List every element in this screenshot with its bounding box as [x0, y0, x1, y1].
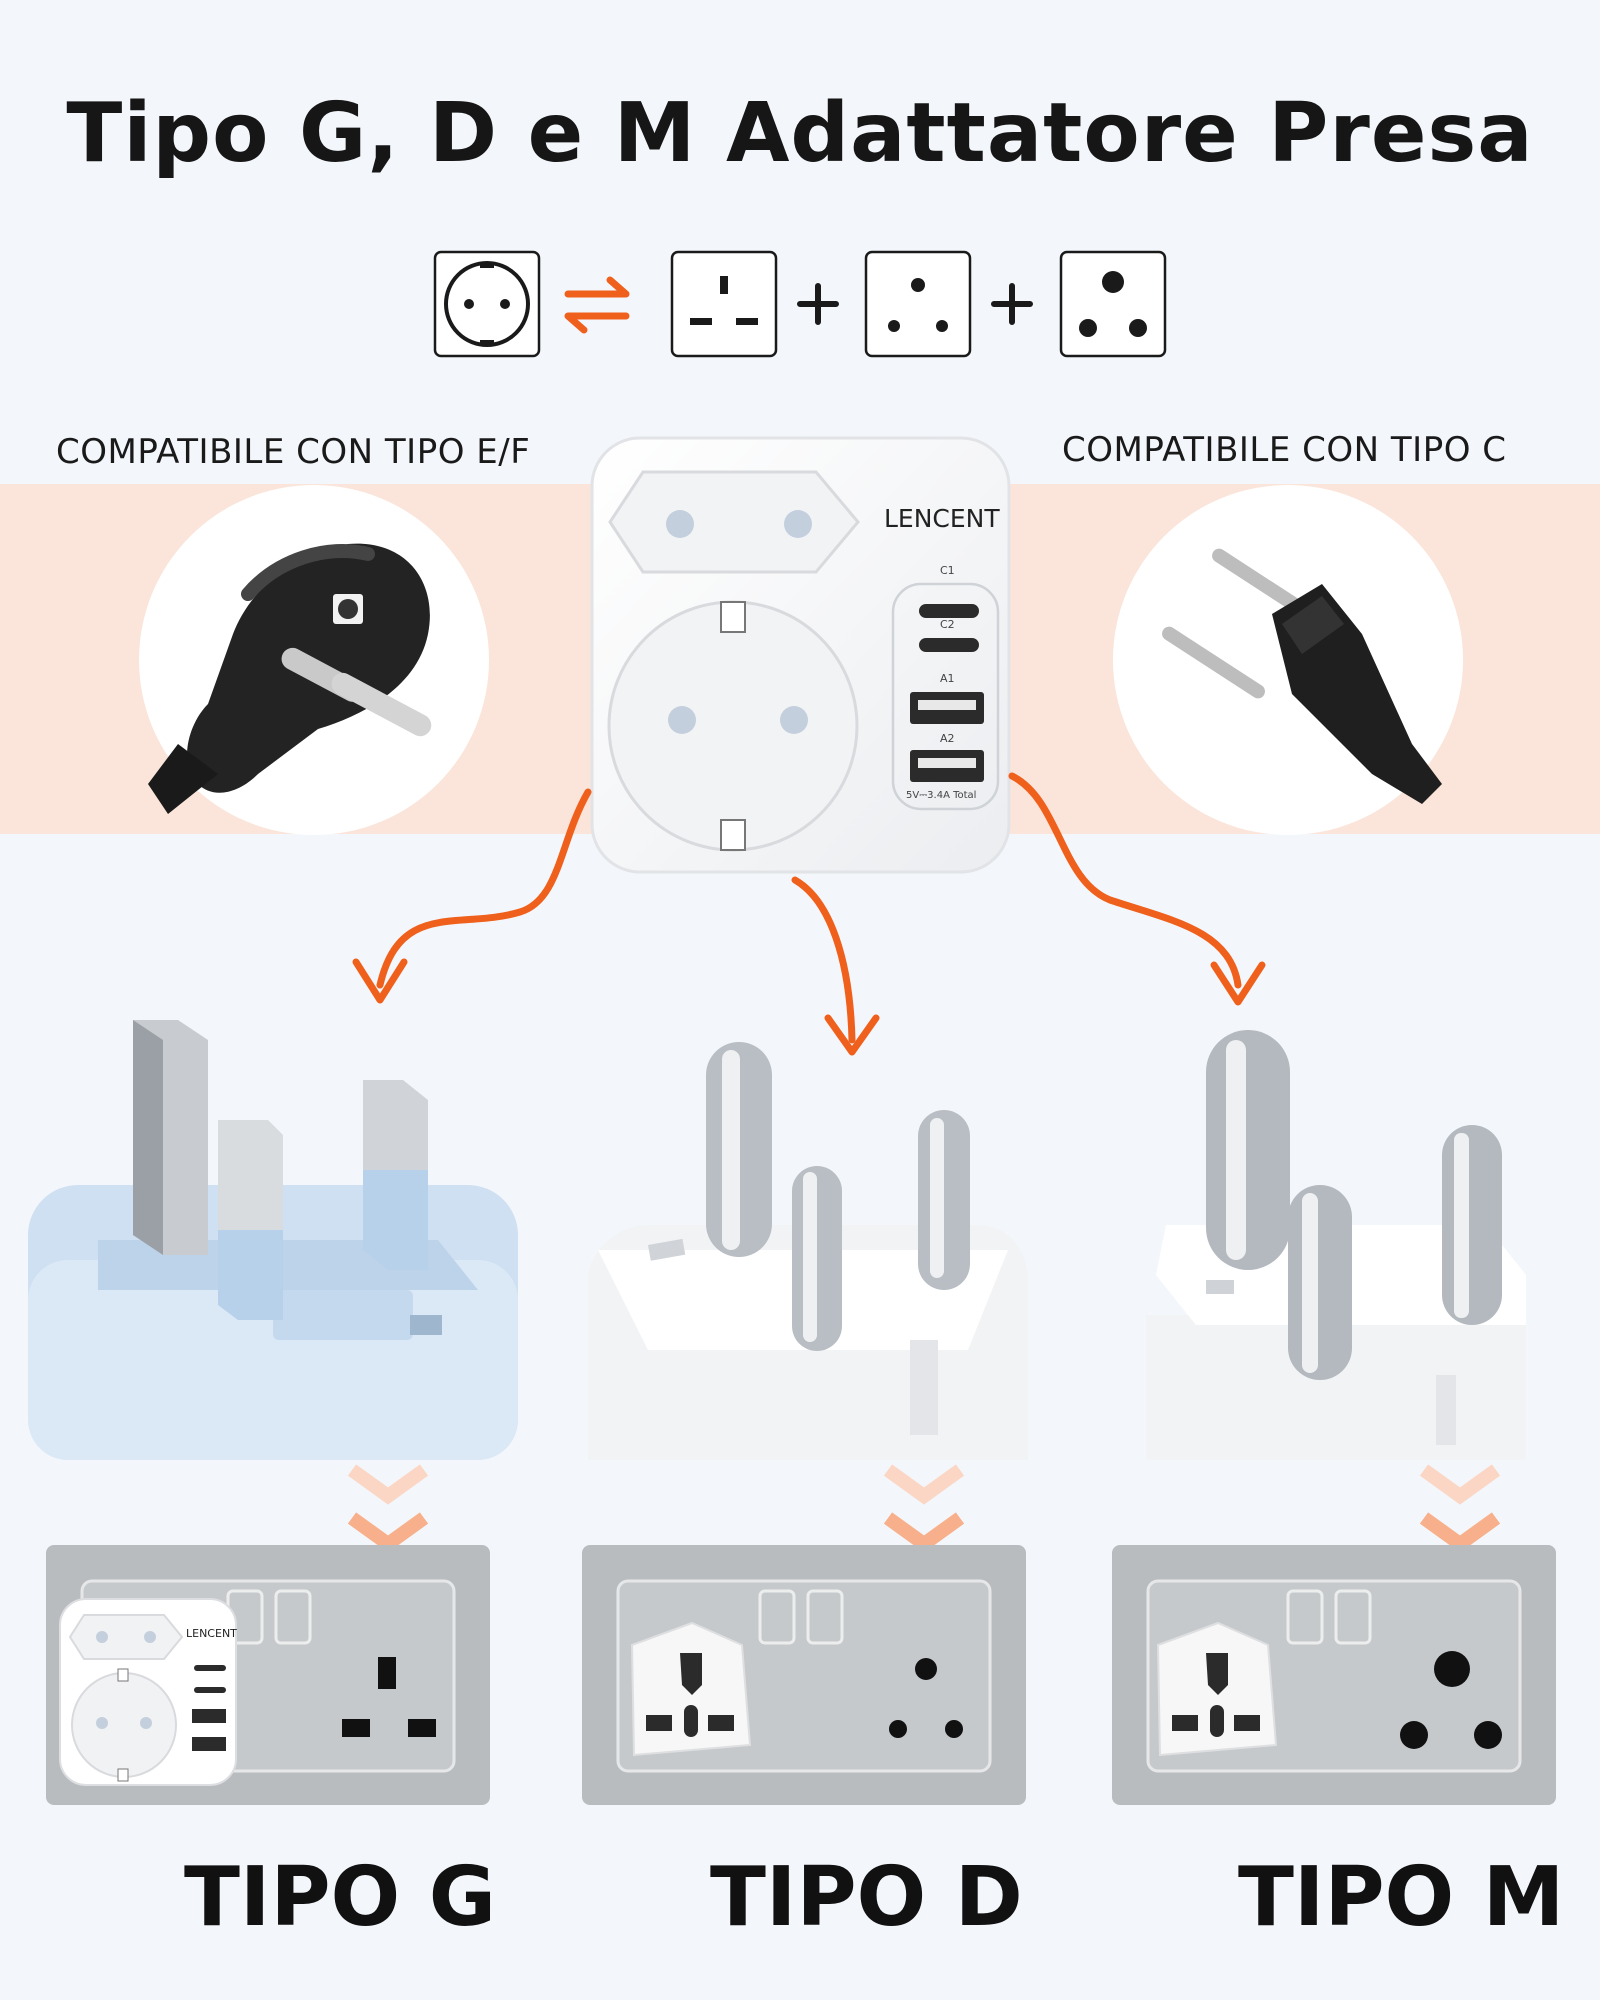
- port-label-c2: C2: [940, 618, 955, 631]
- usb-c2-port: [919, 638, 979, 652]
- type-m-prongs: [1206, 1030, 1502, 1380]
- usb-panel: [891, 582, 1000, 811]
- euro-plug-image: [1113, 485, 1463, 835]
- schuko-plug-image: [139, 485, 489, 835]
- port-label-a1: A1: [940, 672, 955, 685]
- label-tipo-g: TIPO G: [184, 1850, 497, 1945]
- port-label-a2: A2: [940, 732, 955, 745]
- schuko-icon: [433, 250, 541, 358]
- type-m-wall-socket: [1112, 1545, 1556, 1805]
- usb-c1-port: [919, 604, 979, 618]
- label-tipo-m: TIPO M: [1238, 1850, 1565, 1945]
- swap-arrows-icon: [564, 276, 630, 334]
- type-g-plug-image: [28, 1020, 518, 1460]
- plus-icon: [797, 283, 839, 325]
- port-label-c1: C1: [940, 564, 955, 577]
- brand-logo: LENCENT: [884, 504, 1000, 533]
- type-d-wall-socket: [582, 1545, 1026, 1805]
- type-m-plug-image: [1146, 1030, 1526, 1460]
- type-g-prongs: [133, 1020, 428, 1320]
- page-title: Tipo G, D e M Adattatore Presa: [66, 86, 1534, 181]
- arrow-to-d-icon: [791, 876, 856, 1044]
- schuko-plug-icon: [148, 543, 432, 814]
- plus-icon: [991, 283, 1033, 325]
- type-d-prongs: [706, 1042, 970, 1351]
- plug-type-icons: [433, 250, 1167, 358]
- mini-adapter-icon: LENCENT: [59, 1598, 237, 1786]
- usb-rating-label: 5V⎓3.4A Total: [906, 790, 977, 801]
- arrow-to-m-icon: [1008, 772, 1242, 989]
- euro-plug-icon: [1162, 548, 1442, 804]
- type-d-plug-image: [588, 1042, 1028, 1460]
- type-g-pin-icon: [670, 250, 778, 358]
- type-g-wall-socket: LENCENT: [46, 1545, 490, 1805]
- main-adapter: LENCENT C1 C2 A1 A2 5V⎓3.4A Total: [588, 434, 1013, 880]
- compat-left-label: COMPATIBILE CON TIPO E/F: [56, 432, 531, 472]
- universal-socket-icon: [630, 1621, 752, 1757]
- type-m-pin-icon: [1059, 250, 1167, 358]
- compat-right-label: COMPATIBILE CON TIPO C: [1062, 430, 1507, 470]
- universal-socket-icon: [1156, 1621, 1278, 1757]
- euro-socket: [608, 470, 860, 574]
- svg-text:LENCENT: LENCENT: [186, 1627, 237, 1640]
- type-d-pin-icon: [864, 250, 972, 358]
- arrow-to-g-icon: [376, 788, 592, 989]
- label-tipo-d: TIPO D: [710, 1850, 1023, 1945]
